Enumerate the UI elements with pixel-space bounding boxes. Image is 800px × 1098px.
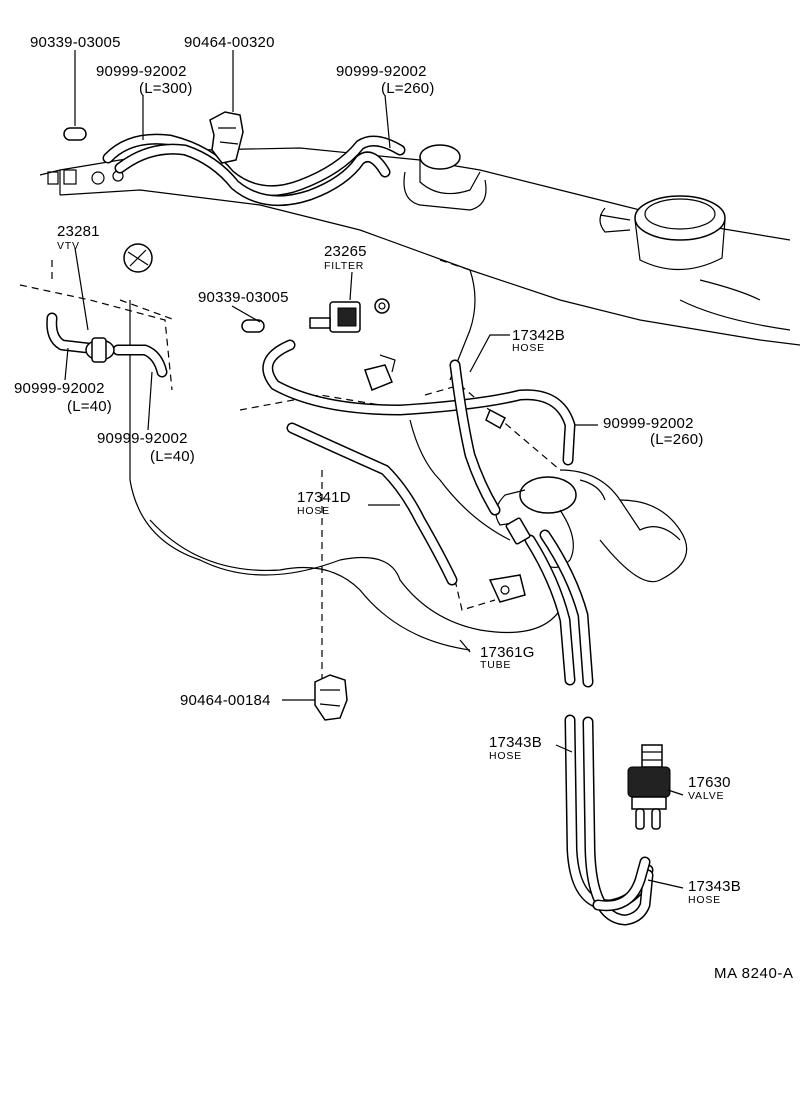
callout-labels: 90339-03005 90464-00320 90999-92002 (L=3… (14, 34, 794, 982)
engine-outline (39, 144, 800, 651)
callout-23281: 23281 (57, 223, 100, 240)
callout-90999-92002-l260-top-length: (L=260) (381, 80, 435, 97)
callout-90999-92002-l40-b-length: (L=40) (150, 448, 195, 465)
callout-17343b-upper: 17343B (489, 734, 542, 751)
callout-23265: 23265 (324, 243, 367, 260)
hoses (46, 133, 654, 926)
callout-90999-92002-l260-top: 90999-92002 (336, 63, 427, 80)
callout-17342b-desc: HOSE (512, 342, 545, 354)
callout-90464-00184: 90464-00184 (180, 692, 271, 709)
callout-17343b-lower: 17343B (688, 878, 741, 895)
callout-90999-92002-l40-a: 90999-92002 (14, 380, 105, 397)
callout-17343b-lower-desc: HOSE (688, 894, 721, 906)
callout-17341d-desc: HOSE (297, 505, 330, 517)
callout-17361g: 17361G (480, 644, 535, 661)
callout-23265-desc: FILTER (324, 260, 364, 272)
callout-90999-92002-l300-length: (L=300) (139, 80, 193, 97)
callout-17630-desc: VALVE (688, 790, 724, 802)
leader-lines (64, 50, 684, 889)
callout-90999-92002-l260-right: 90999-92002 (603, 415, 694, 432)
callout-17342b: 17342B (512, 327, 565, 344)
callout-17341d: 17341D (297, 489, 351, 506)
components (63, 111, 671, 830)
callout-23281-desc: VTV (57, 240, 80, 252)
callout-90464-00320: 90464-00320 (184, 34, 275, 51)
valve-icon (627, 744, 671, 830)
diagram-reference-code: MA 8240-A (714, 965, 794, 982)
callout-90339-03005-filter: 90339-03005 (198, 289, 289, 306)
plug-filter-icon (241, 319, 265, 333)
callout-90999-92002-l40-b: 90999-92002 (97, 430, 188, 447)
clip-bottom-icon (314, 674, 348, 721)
clip-top-icon (209, 111, 244, 164)
callout-17343b-upper-desc: HOSE (489, 750, 522, 762)
callout-17361g-desc: TUBE (480, 659, 511, 671)
filter-icon (309, 298, 390, 333)
callout-90999-92002-l40-a-length: (L=40) (67, 398, 112, 415)
callout-90999-92002-l260-right-length: (L=260) (650, 431, 704, 448)
plug-top-icon (63, 127, 87, 141)
callout-90339-03005-top: 90339-03005 (30, 34, 121, 51)
callout-90999-92002-l300: 90999-92002 (96, 63, 187, 80)
callout-17630: 17630 (688, 774, 731, 791)
